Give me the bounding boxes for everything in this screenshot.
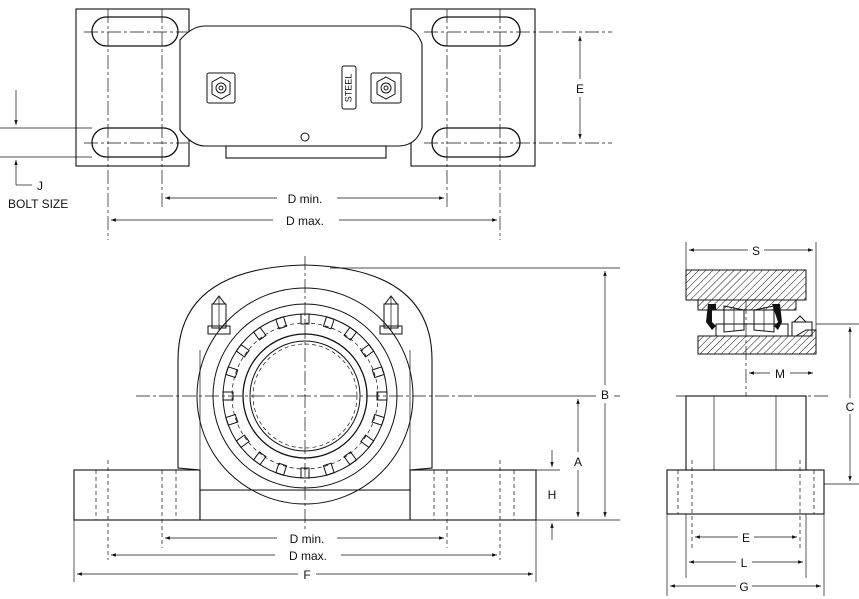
label-m: M (775, 367, 785, 381)
label-g: G (739, 580, 748, 594)
dim-b: B (596, 271, 614, 517)
dim-d-front: D min. D max. F (73, 520, 537, 582)
left-foot-plate (75, 8, 190, 167)
bolt-slot-bottom-right (431, 127, 521, 158)
right-foot-plate (410, 8, 536, 167)
dim-e-top: E (570, 36, 590, 139)
housing-top (179, 25, 423, 147)
seals (706, 304, 782, 330)
dim-s: S (689, 242, 813, 258)
dim-h: H (548, 450, 557, 540)
label-a: A (574, 455, 582, 469)
label-d-max-front: D max. (289, 549, 327, 563)
roller-tabs (222, 313, 388, 479)
roller-tab (252, 451, 267, 466)
roller-tab (343, 326, 358, 341)
dim-j-bolt-size: J BOLT SIZE (0, 90, 92, 211)
dim-e-side: E (695, 529, 797, 545)
grease-fitting-left (206, 72, 236, 104)
roller-tab (360, 434, 375, 449)
side-pedestal (685, 395, 807, 471)
bolt-slot-top-left (91, 16, 179, 47)
dim-m: M (749, 365, 813, 381)
grease-fitting-right (370, 72, 402, 104)
roller-tab (371, 413, 385, 426)
dim-d-top: D min. D max. (111, 190, 497, 228)
label-d-min-top: D min. (288, 192, 323, 206)
label-e-side: E (742, 531, 750, 545)
label-s: S (752, 244, 760, 258)
bolt-slot-top-right (431, 16, 521, 47)
label-e-top: E (576, 82, 584, 96)
left-base-foot (73, 469, 201, 521)
label-b: B (601, 388, 609, 402)
dim-g: G (670, 578, 821, 594)
steel-marking-plate (341, 65, 357, 110)
side-view: S M C E L G (666, 242, 859, 596)
grease-fitting-front-right (379, 295, 403, 335)
dim-l: L (689, 554, 803, 570)
top-view: STEEL E J BOLT SIZE D min. D max. (0, 8, 612, 240)
label-d-min-front: D min. (290, 532, 325, 546)
right-base-foot (409, 469, 537, 521)
roller-tab (235, 343, 250, 358)
roller-tab (225, 413, 239, 426)
roller-tab (343, 451, 358, 466)
grease-fitting-front-left (207, 295, 231, 335)
roller-tab (225, 366, 239, 379)
roller-tab (322, 316, 335, 330)
label-bolt-size: BOLT SIZE (8, 197, 68, 211)
roller-tab (275, 462, 288, 476)
rollers (723, 305, 775, 333)
side-base (666, 469, 825, 515)
dim-c: C (841, 327, 859, 481)
bearing-cap-section (697, 299, 797, 311)
label-c: C (846, 400, 855, 414)
label-d-max-top: D max. (286, 214, 324, 228)
dim-a: A (569, 399, 587, 517)
steel-marking-text: STEEL (343, 74, 353, 103)
drain-hole (300, 132, 310, 142)
label-j: J (37, 179, 43, 193)
roller-tab (371, 366, 385, 379)
label-h: H (548, 488, 557, 502)
roller-tab (235, 434, 250, 449)
label-l: L (741, 556, 748, 570)
roller-tab (360, 343, 375, 358)
adapter-sleeve (715, 323, 789, 337)
housing-base-strip (225, 145, 387, 159)
bolt-slots (84, 9, 612, 240)
roller-tab (275, 316, 288, 330)
front-view: B A H D min. D max. F (73, 256, 620, 582)
roller-tab (252, 326, 267, 341)
roller-tab (322, 462, 335, 476)
bolt-slot-bottom-left (91, 127, 179, 158)
label-f: F (303, 568, 310, 582)
locking-nut (791, 315, 813, 337)
